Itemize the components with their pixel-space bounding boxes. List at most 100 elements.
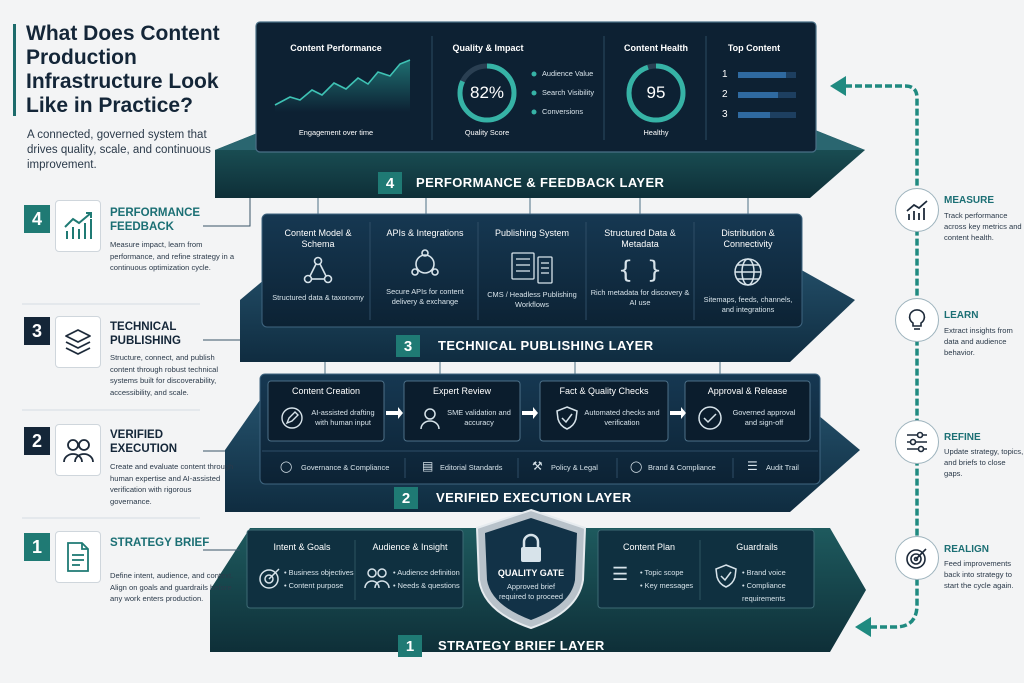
intent-title: Intent & Goals bbox=[273, 542, 331, 552]
perf-caption: Engagement over time bbox=[298, 128, 374, 137]
cell-desc: Rich metadata for discovery & AI use bbox=[590, 288, 690, 307]
measure-icon bbox=[895, 188, 939, 232]
top-rank: 1 bbox=[722, 69, 728, 80]
cell-title: Structured Data & Metadata bbox=[604, 228, 676, 249]
lightbulb-icon bbox=[895, 298, 939, 342]
cell-title: Publishing System bbox=[494, 228, 570, 238]
footer-item: Audit Trail bbox=[766, 463, 799, 472]
cycle-desc: Track performance across key metrics and… bbox=[944, 211, 1022, 242]
cycle-desc: Extract insights from data and audience … bbox=[944, 326, 1013, 357]
left-item-desc: Measure impact, learn from performance, … bbox=[110, 240, 235, 272]
intent-item: • Business objectives bbox=[284, 568, 354, 577]
top-rank: 2 bbox=[722, 89, 728, 100]
step-desc: SME validation and accuracy bbox=[447, 408, 511, 427]
document-icon bbox=[55, 531, 101, 583]
left-item-desc: Create and evaluate content through huma… bbox=[110, 462, 234, 506]
cell-desc: Structured data & taxonomy bbox=[272, 293, 364, 302]
legend-item: Conversions bbox=[542, 107, 584, 116]
title-accent-bar bbox=[13, 24, 16, 116]
step-title: Fact & Quality Checks bbox=[559, 386, 649, 396]
step-title: Content Creation bbox=[291, 386, 361, 396]
legend-item: Search Visibility bbox=[542, 88, 595, 97]
sliders-icon bbox=[895, 420, 939, 464]
l3-cell-distribution: Distribution & Connectivity Sitemaps, fe… bbox=[698, 228, 798, 315]
footer-item: Policy & Legal bbox=[551, 463, 598, 472]
badge-1: 1 bbox=[24, 533, 50, 561]
step-desc: Automated checks and verification bbox=[584, 408, 660, 427]
cell-title: APIs & Integrations bbox=[386, 228, 464, 238]
layer2-number: 2 bbox=[394, 487, 418, 509]
group-icon bbox=[364, 568, 390, 589]
user-icon bbox=[420, 408, 440, 430]
gavel-icon: ⚒ bbox=[532, 459, 543, 473]
standards-icon: ▤ bbox=[422, 459, 434, 473]
plan-title: Content Plan bbox=[622, 542, 676, 552]
guard-item: • Brand voice bbox=[742, 568, 786, 577]
guard-shield-icon bbox=[715, 564, 737, 588]
performance-line bbox=[274, 59, 411, 106]
cell-title: Content Model & Schema bbox=[284, 228, 352, 249]
quality-title: Quality & Impact bbox=[452, 43, 524, 53]
guard-item: • Compliance requirements bbox=[742, 581, 786, 603]
layer3-label: TECHNICAL PUBLISHING LAYER bbox=[438, 338, 654, 353]
guard-title: Guardrails bbox=[736, 542, 778, 552]
layer1-number: 1 bbox=[398, 635, 422, 657]
left-dividers bbox=[22, 303, 200, 519]
legend-item: Audience Value bbox=[542, 69, 594, 78]
audience-item: • Audience definition bbox=[393, 568, 460, 577]
target-realign-icon bbox=[895, 536, 939, 580]
audience-title: Audience & Insight bbox=[372, 542, 448, 552]
cell-title: Distribution & Connectivity bbox=[721, 228, 775, 249]
people-icon bbox=[55, 424, 101, 476]
layer2-label: VERIFIED EXECUTION LAYER bbox=[436, 490, 632, 505]
page-title: What Does Content Production Infrastruct… bbox=[26, 22, 220, 117]
left-item-desc: Define intent, audience, and context. Al… bbox=[110, 571, 234, 603]
plan-item: • Topic scope bbox=[640, 568, 684, 577]
quality-caption: Quality Score bbox=[464, 128, 510, 137]
quality-gate-title: QUALITY GATE bbox=[497, 568, 565, 578]
layer4-number: 4 bbox=[378, 172, 402, 194]
layer3-panel bbox=[261, 213, 803, 328]
cycle-title: LEARN bbox=[944, 310, 979, 321]
left-item-title: TECHNICAL PUBLISHING bbox=[110, 321, 181, 347]
cycle-title: REFINE bbox=[944, 432, 981, 443]
plan-item: • Key messages bbox=[640, 581, 694, 590]
list-icon: ☰ bbox=[747, 459, 758, 473]
quality-gate-desc: Approved brief required to proceed bbox=[498, 582, 564, 601]
governance-icon: ◯ bbox=[280, 461, 293, 473]
check-circle-icon bbox=[698, 406, 722, 430]
l3-cell-metadata: Structured Data & Metadata { } Rich meta… bbox=[590, 228, 690, 308]
brand-shield-icon: ◯ bbox=[630, 461, 643, 473]
cell-desc: Secure APIs for content delivery & excha… bbox=[386, 287, 464, 306]
target-icon bbox=[259, 568, 280, 589]
perf-title: Content Performance bbox=[290, 43, 382, 53]
left-item-title: VERIFIED EXECUTION bbox=[110, 429, 178, 455]
left-item-desc: Structure, connect, and publish content … bbox=[110, 353, 219, 397]
page-subtitle: A connected, governed system that drives… bbox=[27, 129, 211, 171]
badge-4: 4 bbox=[24, 205, 50, 233]
growth-chart-icon bbox=[55, 200, 101, 252]
network-icon bbox=[411, 249, 439, 276]
step-title: Approval & Release bbox=[707, 386, 788, 396]
top-rank: 3 bbox=[722, 109, 728, 120]
layer4-label: PERFORMANCE & FEEDBACK LAYER bbox=[416, 175, 665, 190]
left-item-title: STRATEGY BRIEF bbox=[110, 537, 210, 549]
step-desc: Governed approval and sign-off bbox=[732, 408, 796, 427]
cycle-desc: Update strategy, topics, and briefs to c… bbox=[944, 447, 1024, 478]
layer4-panel bbox=[255, 21, 817, 153]
health-score: 95 bbox=[646, 83, 666, 102]
layer1-panel-right bbox=[597, 529, 815, 609]
layer1-label: STRATEGY BRIEF LAYER bbox=[438, 638, 605, 653]
cycle-title: REALIGN bbox=[944, 544, 989, 555]
globe-icon bbox=[734, 258, 762, 286]
left-item-title: PERFORMANCE FEEDBACK bbox=[110, 207, 201, 233]
l3-cell-model: Content Model & Schema Structured data &… bbox=[270, 228, 366, 303]
l3-cell-apis: APIs & Integrations Secure APIs for cont… bbox=[375, 228, 475, 307]
footer-item: Editorial Standards bbox=[440, 463, 503, 472]
step-title: Expert Review bbox=[432, 386, 492, 396]
badge-3: 3 bbox=[24, 317, 50, 345]
braces-icon: { } bbox=[618, 256, 662, 284]
audience-item: • Needs & questions bbox=[393, 581, 460, 590]
health-title: Content Health bbox=[624, 43, 688, 53]
